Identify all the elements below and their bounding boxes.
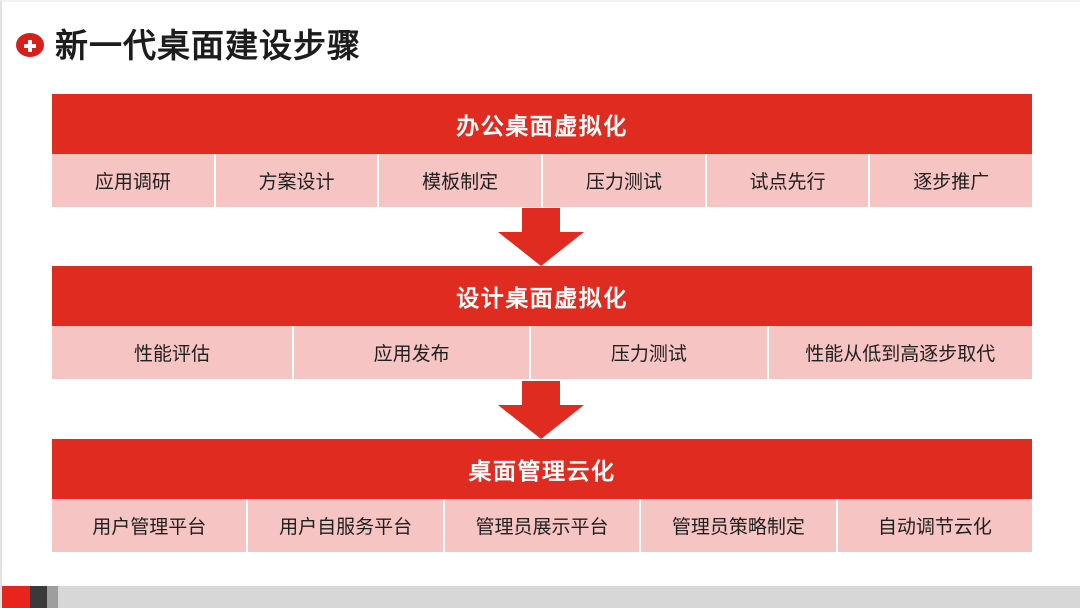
- page-title-row: 新一代桌面建设步骤: [16, 24, 361, 66]
- footer-bar: [2, 586, 1080, 608]
- arrow-head: [498, 405, 584, 439]
- stage-3-items: 用户管理平台 用户自服务平台 管理员展示平台 管理员策略制定 自动调节云化: [52, 499, 1033, 552]
- footer-segment-red: [2, 586, 30, 608]
- stage-1-items: 应用调研 方案设计 模板制定 压力测试 试点先行 逐步推广: [52, 154, 1033, 207]
- down-arrow-icon-1: [498, 208, 584, 266]
- stage-block-1: 办公桌面虚拟化 应用调研 方案设计 模板制定 压力测试 试点先行 逐步推广: [52, 94, 1033, 207]
- arrow-head: [498, 232, 584, 266]
- stage-3-header: 桌面管理云化: [52, 439, 1032, 499]
- stage-1-item-3[interactable]: 模板制定: [377, 154, 542, 207]
- stage-block-2: 设计桌面虚拟化 性能评估 应用发布 压力测试 性能从低到高逐步取代: [52, 266, 1032, 379]
- stage-block-3: 桌面管理云化 用户管理平台 用户自服务平台 管理员展示平台 管理员策略制定 自动…: [52, 439, 1033, 552]
- stage-2-item-3[interactable]: 压力测试: [529, 326, 767, 379]
- arrow-shaft: [522, 381, 560, 407]
- stage-2-item-2[interactable]: 应用发布: [291, 326, 530, 379]
- stage-1-item-1[interactable]: 应用调研: [52, 154, 214, 207]
- stage-2-header: 设计桌面虚拟化: [52, 266, 1032, 326]
- stage-3-item-2[interactable]: 用户自服务平台: [246, 499, 443, 552]
- stage-1-item-4[interactable]: 压力测试: [541, 154, 705, 207]
- arrow-shaft: [522, 208, 560, 234]
- stage-1-item-2[interactable]: 方案设计: [213, 154, 378, 207]
- stage-3-item-3[interactable]: 管理员展示平台: [442, 499, 640, 552]
- stage-2-item-1[interactable]: 性能评估: [52, 326, 292, 379]
- stage-2-items: 性能评估 应用发布 压力测试 性能从低到高逐步取代: [52, 326, 1032, 379]
- plus-circle-icon: [16, 33, 44, 57]
- stage-1-header: 办公桌面虚拟化: [52, 94, 1032, 154]
- stage-1-item-5[interactable]: 试点先行: [704, 154, 869, 207]
- plus-circle-vertical-bar: [28, 39, 32, 52]
- footer-segment-dark: [30, 586, 47, 608]
- stage-3-item-4[interactable]: 管理员策略制定: [639, 499, 836, 552]
- footer-segment-light-gray: [58, 586, 1080, 608]
- stage-2-item-4[interactable]: 性能从低到高逐步取代: [766, 326, 1032, 379]
- page-title: 新一代桌面建设步骤: [55, 26, 361, 64]
- stage-3-item-1[interactable]: 用户管理平台: [52, 499, 247, 552]
- stage-1-item-6[interactable]: 逐步推广: [868, 154, 1033, 207]
- footer-segment-mid-gray: [47, 586, 58, 608]
- stage-3-item-5[interactable]: 自动调节云化: [835, 499, 1033, 552]
- down-arrow-icon-2: [498, 381, 584, 439]
